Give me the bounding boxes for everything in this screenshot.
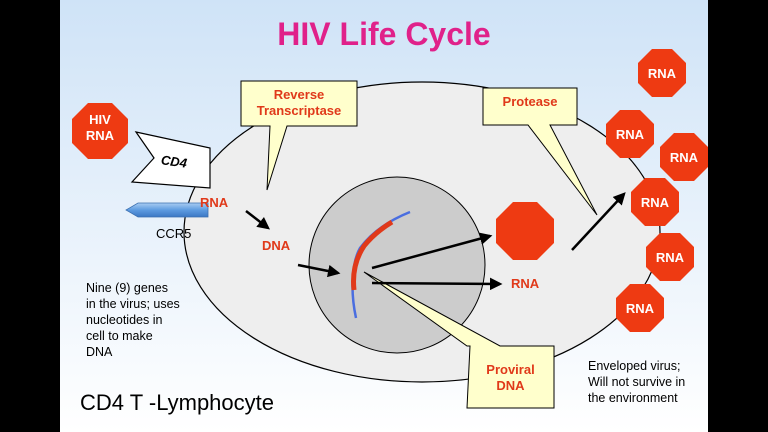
ccr5-label: CCR5 xyxy=(156,226,192,241)
virion-octagon xyxy=(606,110,654,158)
envelope-note: Enveloped virus; Will not survive in the… xyxy=(588,359,686,405)
virion-octagon xyxy=(631,178,679,226)
virion-label: RNA xyxy=(615,127,645,142)
cell-label: CD4 T -Lymphocyte xyxy=(80,390,275,415)
proviral-dna-callout xyxy=(363,271,555,409)
virion-label: RNA xyxy=(655,250,685,265)
diagram-canvas xyxy=(60,0,708,432)
hiv-rna-label: HIV RNA xyxy=(85,112,115,143)
reverse-transcriptase-callout xyxy=(240,80,358,191)
virion-octagon xyxy=(660,133,708,181)
proviral-dna-label: Proviral DNA xyxy=(486,362,535,393)
arrow-virion-release xyxy=(571,192,626,251)
cd4-receptor xyxy=(130,131,211,189)
protease-callout xyxy=(482,87,598,216)
nucleus xyxy=(308,176,486,354)
virion-label: RNA xyxy=(647,66,677,81)
virion-label: RNA xyxy=(640,195,670,210)
genes-note: Nine (9) genes in the virus; uses nucleo… xyxy=(86,281,180,359)
rna-output-label: RNA xyxy=(511,276,540,291)
virion-octagon xyxy=(638,49,686,97)
reverse-transcriptase-label: Reverse Transcriptase xyxy=(256,87,342,118)
proviral-dna-strand xyxy=(351,219,394,291)
ccr5-coreceptor xyxy=(125,202,209,218)
virion-label: RNA xyxy=(625,301,655,316)
hiv-rna-octagon xyxy=(72,103,128,159)
rna-in-cell-label: RNA xyxy=(200,195,229,210)
page-title: HIV Life Cycle xyxy=(277,16,491,52)
viral-protein-octagon xyxy=(496,202,554,260)
protease-label: Protease xyxy=(502,94,558,109)
arrow-dna-to-nucleus xyxy=(297,263,341,278)
arrow-rna-to-dna xyxy=(245,210,270,230)
slide: HIV Life Cycle HIV RNA CD4 CCR5 RNA DNA … xyxy=(60,0,708,432)
virion-label: RNA xyxy=(669,150,699,165)
arrow-to-protein xyxy=(371,232,493,270)
virion-octagon xyxy=(646,233,694,281)
arrow-to-rna xyxy=(371,277,503,291)
virion-octagon xyxy=(616,284,664,332)
dna-label: DNA xyxy=(262,238,291,253)
